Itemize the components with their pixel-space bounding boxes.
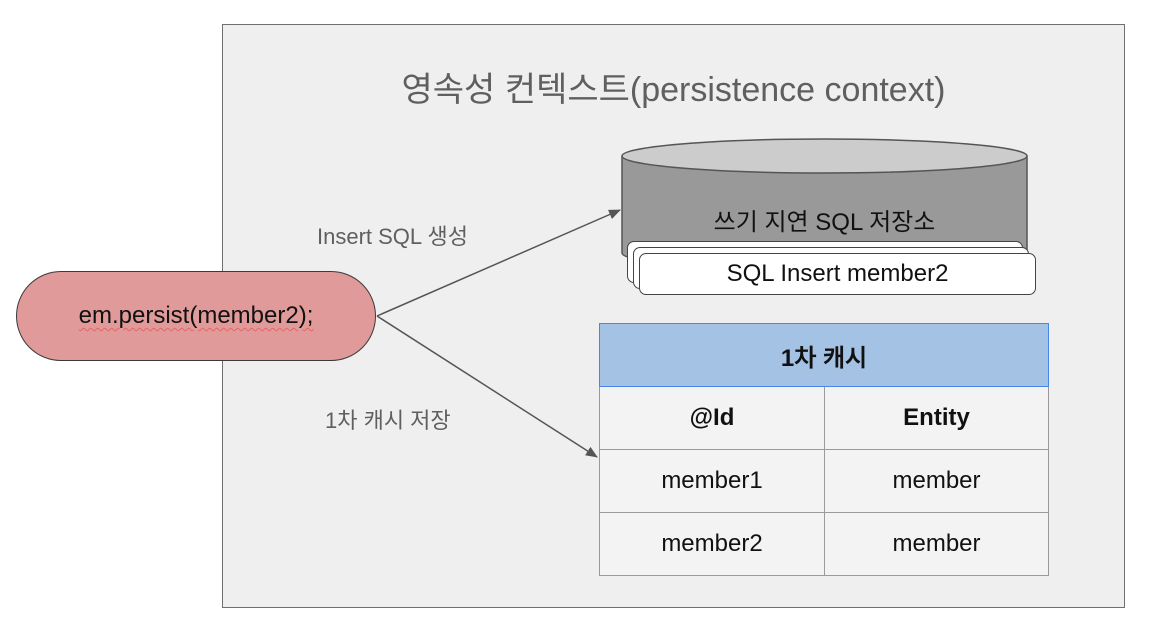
persist-call-text: em.persist(member2); [78,302,314,329]
cache-cell-entity: member [823,449,1050,513]
sql-insert-card: SQL Insert member2 [639,253,1036,295]
context-title: 영속성 컨텍스트(persistence context) [401,71,946,109]
edge-label-cache-store: 1차 캐시 저장 [325,408,451,433]
table-row: member2 member [599,512,1050,576]
write-store-title: 쓰기 지연 SQL 저장소 [713,209,936,236]
cache-cell-id: member1 [599,449,825,513]
table-row: member1 member [599,449,1050,513]
cache-cell-entity: member [823,512,1050,576]
persist-call-node: em.persist(member2); [16,271,376,361]
cache-cell-id: member2 [599,512,825,576]
edge-label-insert-sql: Insert SQL 생성 [317,224,468,249]
first-level-cache-table: 1차 캐시 @Id Entity member1 member member2 … [598,323,1050,576]
arrow-to-write-store [376,209,621,317]
column-header-id: @Id [599,386,825,450]
arrow-to-cache [376,315,598,458]
sql-insert-text: SQL Insert member2 [726,260,949,287]
write-store-cylinder-top [621,138,1028,174]
column-header-entity: Entity [823,386,1050,450]
cache-title: 1차 캐시 [598,323,1050,387]
